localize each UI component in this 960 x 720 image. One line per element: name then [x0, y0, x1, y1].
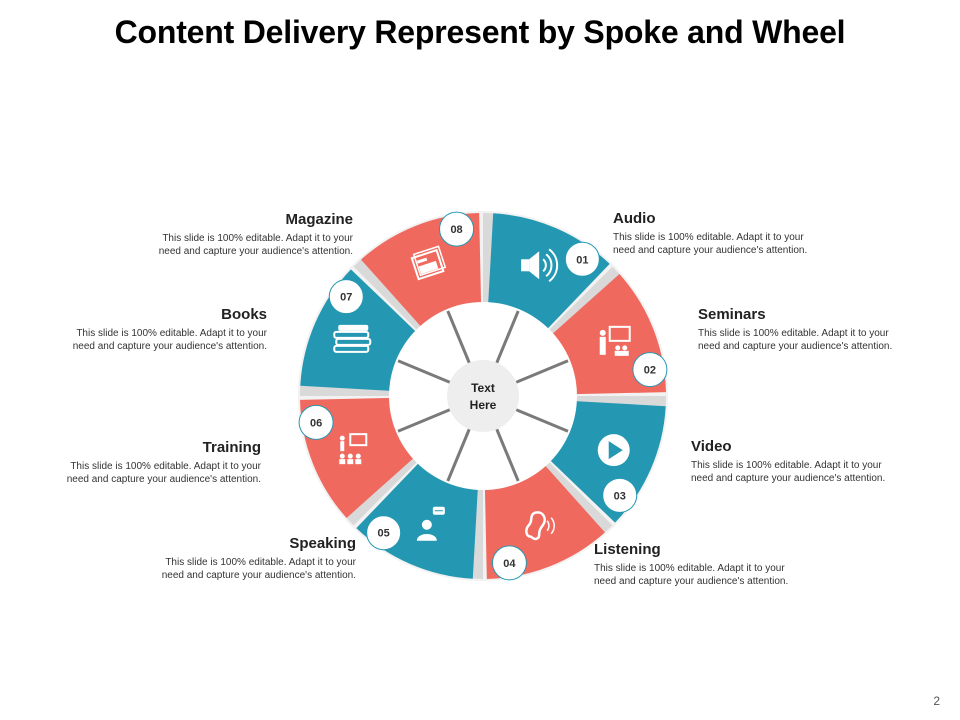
label-heading: Magazine	[285, 211, 353, 228]
svg-text:05: 05	[378, 528, 390, 540]
svg-text:06: 06	[310, 417, 322, 429]
label-description: This slide is 100% editable. Adapt it to…	[698, 328, 893, 352]
segment-number-badge: 02	[632, 352, 668, 388]
magazine-icon	[410, 245, 447, 281]
label-description: This slide is 100% editable. Adapt it to…	[66, 461, 261, 485]
segment-number-badge: 03	[602, 477, 638, 513]
label-heading: Listening	[594, 541, 661, 558]
label-audio: Audio This slide is 100% editable. Adapt…	[613, 210, 853, 257]
label-books: Books This slide is 100% editable. Adapt…	[27, 306, 267, 353]
svg-text:08: 08	[450, 224, 462, 236]
segment-number-badge: 07	[328, 279, 364, 315]
label-seminars: Seminars This slide is 100% editable. Ad…	[698, 306, 938, 353]
segment-number-badge: 06	[298, 404, 334, 440]
spoke-line	[397, 408, 451, 433]
play-icon	[597, 434, 630, 467]
spoke-line	[515, 408, 569, 433]
spoke-line	[515, 359, 569, 384]
slide-title: Content Delivery Represent by Spoke and …	[114, 14, 846, 50]
books-icon	[333, 324, 372, 353]
label-description: This slide is 100% editable. Adapt it to…	[613, 232, 808, 256]
speaker-person-icon	[416, 506, 445, 541]
segment-number-badge: 05	[366, 515, 402, 551]
segment-number-badge: 04	[491, 545, 527, 581]
spoke-line	[446, 428, 471, 482]
svg-text:04: 04	[503, 558, 516, 570]
hub-text-line2: Here	[470, 398, 497, 412]
label-heading: Audio	[613, 210, 656, 227]
label-description: This slide is 100% editable. Adapt it to…	[161, 557, 356, 581]
training-icon	[339, 433, 368, 465]
label-magazine: Magazine This slide is 100% editable. Ad…	[113, 211, 353, 258]
hub-circle	[447, 360, 519, 432]
page-number: 2	[933, 694, 940, 708]
svg-text:02: 02	[644, 365, 656, 377]
svg-text:07: 07	[340, 292, 352, 304]
label-description: This slide is 100% editable. Adapt it to…	[72, 328, 267, 352]
label-heading: Speaking	[289, 535, 356, 552]
label-listening: Listening This slide is 100% editable. A…	[594, 541, 834, 588]
spoke-line	[397, 359, 451, 384]
label-heading: Video	[691, 438, 732, 455]
label-video: Video This slide is 100% editable. Adapt…	[691, 438, 931, 485]
segment-number-badge: 01	[564, 241, 600, 277]
spoke-line	[446, 310, 471, 364]
label-description: This slide is 100% editable. Adapt it to…	[691, 460, 886, 484]
label-speaking: Speaking This slide is 100% editable. Ad…	[116, 535, 356, 582]
hub-text-line1: Text	[471, 381, 495, 395]
svg-text:03: 03	[614, 490, 626, 502]
label-heading: Books	[221, 306, 267, 323]
label-description: This slide is 100% editable. Adapt it to…	[158, 233, 353, 257]
label-heading: Seminars	[698, 306, 766, 323]
spoke-line	[495, 310, 520, 364]
svg-text:01: 01	[576, 254, 588, 266]
label-training: Training This slide is 100% editable. Ad…	[21, 439, 261, 486]
spoke-line	[495, 428, 520, 482]
speaker-icon	[521, 248, 559, 283]
segment-number-badge: 08	[439, 211, 475, 247]
label-heading: Training	[202, 439, 261, 456]
label-description: This slide is 100% editable. Adapt it to…	[594, 563, 789, 587]
presentation-icon	[599, 325, 631, 356]
